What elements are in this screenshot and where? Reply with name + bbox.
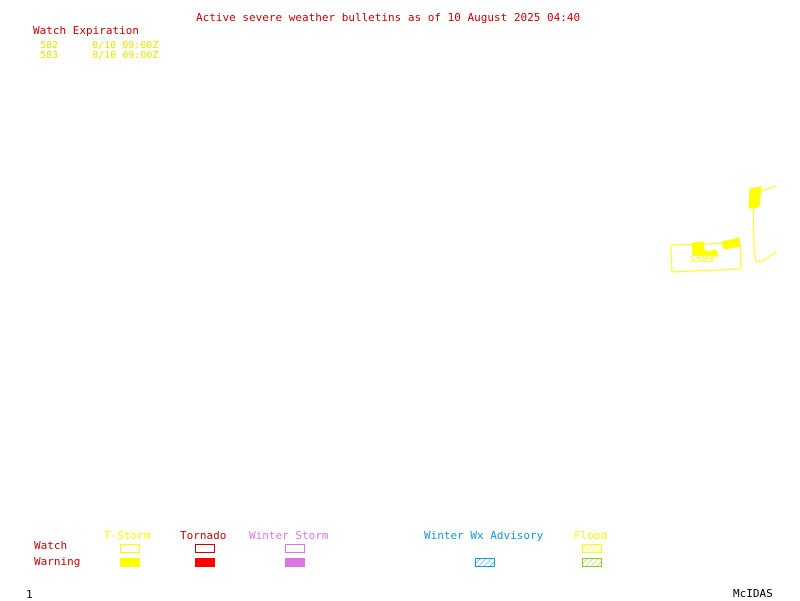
flood-watch-swatch <box>582 544 602 553</box>
frame-number: 1 <box>26 588 33 601</box>
legend-label-winter-wx-advisory: Winter Wx Advisory <box>424 529 544 542</box>
watch-id: 583 <box>40 50 59 61</box>
watch-id: 582 <box>40 40 59 51</box>
tstorm-warning-polygon <box>721 237 741 250</box>
bulletin-title: Active severe weather bulletins as of 10… <box>196 11 581 24</box>
legend-row-watch: Watch <box>34 539 68 552</box>
watch-expiration-row: 582 8/10 09:00Z <box>40 41 158 51</box>
watch-expiration-heading: Watch Expiration <box>33 24 139 37</box>
tstorm-warning-swatch <box>120 558 140 567</box>
watch-583-outline <box>670 242 742 273</box>
legend-label-flood: Flood <box>574 529 608 542</box>
tstorm-warning-polygon <box>748 186 762 209</box>
watch-expiration-time: 8/10 09:00Z <box>92 50 159 61</box>
tstorm-warning-polygon <box>691 241 719 257</box>
legend-row-warning: Warning <box>34 555 81 568</box>
winter-storm-watch-swatch <box>285 544 305 553</box>
legend-label-tstorm: T-Storm <box>104 529 151 542</box>
tstorm-watch-swatch <box>120 544 140 553</box>
mcidas-brand: McIDAS <box>733 587 773 600</box>
flood-warning-swatch <box>582 558 602 567</box>
winter-storm-warning-swatch <box>285 558 305 567</box>
legend-label-winter-storm: Winter Storm <box>249 529 329 542</box>
winter-wx-advisory-swatch <box>475 558 495 567</box>
legend-label-tornado: Tornado <box>180 529 227 542</box>
tornado-watch-swatch <box>195 544 215 553</box>
watch-expiration-row: 583 8/10 09:00Z <box>40 51 158 61</box>
watch-expiration-time: 8/10 09:00Z <box>92 40 159 51</box>
tornado-warning-swatch <box>195 558 215 567</box>
watch-label: S583 <box>690 254 714 265</box>
